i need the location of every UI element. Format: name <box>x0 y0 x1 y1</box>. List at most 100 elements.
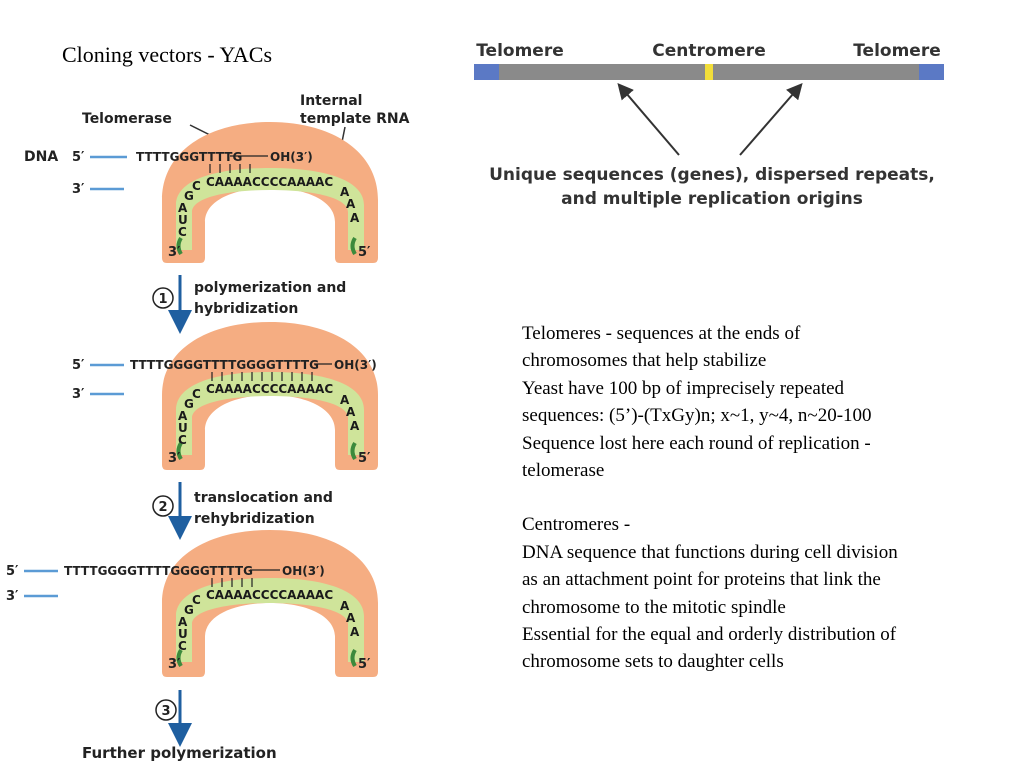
rna-sequence-3: CAAAACCCCAAAAC <box>206 588 333 602</box>
rna-left-base-3-2: G <box>184 603 194 617</box>
centromere-note-line-4: chromosome to the mitotic spindle <box>522 596 786 618</box>
step-1-line2: hybridization <box>194 301 298 317</box>
rna-right-base-3: A <box>350 211 360 225</box>
arrow-to-left-arm <box>617 82 680 156</box>
rna-right-base-3-2: A <box>346 611 356 625</box>
telomere-note-line-2: chromosomes that help stabilize <box>522 350 767 372</box>
rna-5prime-label-2: 5′ <box>358 451 371 466</box>
rna-right-base-3-1: A <box>340 599 350 613</box>
telomere-note-line-3: Yeast have 100 bp of imprecisely repeate… <box>522 377 845 399</box>
rna-right-base-1: A <box>340 185 350 199</box>
centromere-note-line-1: Centromeres - <box>522 514 631 536</box>
dna-3prime-label-3: 3′ <box>6 589 19 604</box>
centromere-label: Centromere <box>652 41 765 61</box>
rna-left-base-3-5: C <box>178 639 187 653</box>
rna-left-base-3-3: A <box>178 615 188 629</box>
step-1-badge <box>152 287 174 309</box>
rna-3prime-label-2: 3′ <box>168 451 181 466</box>
rna-right-base-2-3: A <box>350 419 360 433</box>
rna-left-base-3: A <box>178 201 188 215</box>
telomerase-label: Telomerase <box>82 111 172 127</box>
centromere-note-line-2: DNA sequence that functions during cell … <box>522 541 898 563</box>
step-2-line2: rehybridization <box>194 511 315 527</box>
rna-left-base-2-2: G <box>184 397 194 411</box>
telomerase-enzyme-3 <box>162 530 378 677</box>
rna-5prime-label-3: 5′ <box>358 657 371 672</box>
dna-label: DNA <box>24 149 58 165</box>
rna-left-base-2: G <box>184 189 194 203</box>
rna-left-base-3-1: C <box>192 593 201 607</box>
step-3: 3 Further polymerization <box>82 690 277 762</box>
rna-left-base-2-3: A <box>178 409 188 423</box>
rna-3prime-end-3 <box>176 648 183 668</box>
telomerase-enzyme-2 <box>162 322 378 470</box>
dna-5prime-label-3: 5′ <box>6 564 19 579</box>
centromere-note-line-3: as an attachment point for proteins that… <box>522 569 881 591</box>
slide-title: Cloning vectors - YACs <box>62 42 273 67</box>
rna-3prime-label: 3′ <box>168 245 181 260</box>
rna-3prime-label-3: 3′ <box>168 657 181 672</box>
telomere-left-label: Telomere <box>476 41 564 61</box>
rna-left-base-4: U <box>178 213 188 227</box>
rna-3prime-end <box>176 236 183 256</box>
step-2-number: 2 <box>158 500 167 515</box>
step-3-label: Further polymerization <box>82 744 277 762</box>
internal-label: Internal <box>300 93 362 109</box>
telomerase-panel-1: Telomerase Internal template RNA DNA 5′ … <box>24 93 410 263</box>
step-3-number: 3 <box>161 704 170 719</box>
step-2-badge <box>152 495 174 517</box>
rna-5prime-label: 5′ <box>358 245 371 260</box>
notes-text: Telomeres - sequences at the ends of chr… <box>522 320 992 676</box>
step-2-line1: translocation and <box>194 490 333 506</box>
rna-right-base-2-1: A <box>340 393 350 407</box>
dna-3prime-label-2: 3′ <box>72 387 85 402</box>
base-pair-ticks-2 <box>211 372 313 381</box>
telomerase-panel-3: 5′ 3′ TTTTGGGGTTTTGGGGTTTTG OH(3′) CAAAA… <box>6 530 378 677</box>
step-1-line1: polymerization and <box>194 280 346 296</box>
rna-sequence: CAAAACCCCAAAAC <box>206 175 333 189</box>
telomere-note-line-1: Telomeres - sequences at the ends of <box>522 323 801 344</box>
arrow-to-right-arm <box>739 82 803 156</box>
rna-5prime-end-3 <box>350 648 357 668</box>
telomere-note-line-5: Sequence lost here each round of replica… <box>522 432 871 454</box>
telomere-right-cap <box>919 64 944 80</box>
oh-3prime-label-3: OH(3′) <box>282 564 325 578</box>
rna-left-base-2-4: U <box>178 421 188 435</box>
rna-left-base-5: C <box>178 225 187 239</box>
rna-sequence-2: CAAAACCCCAAAAC <box>206 382 333 396</box>
template-rna-label: template RNA <box>300 111 410 127</box>
chromosome-diagram: Telomere Centromere Telomere Unique sequ… <box>474 41 944 209</box>
template-rna-band <box>176 168 364 250</box>
telomere-left-cap <box>474 64 499 80</box>
chromosome-caption-line1: Unique sequences (genes), dispersed repe… <box>489 165 935 185</box>
rna-left-base-1: C <box>192 179 201 193</box>
oh-3prime-label-2: OH(3′) <box>334 358 377 372</box>
dna-sequence-2: TTTTGGGGTTTTGGGGTTTTG <box>130 358 319 372</box>
oh-3prime-label: OH(3′) <box>270 150 313 164</box>
dna-sequence-3: TTTTGGGGTTTTGGGGTTTTG <box>64 564 253 578</box>
dna-5prime-label-2: 5′ <box>72 358 85 373</box>
rna-right-base-3-3: A <box>350 625 360 639</box>
step-2: 2 translocation and rehybridization <box>152 482 333 540</box>
telomerase-panel-2: 5′ 3′ TTTTGGGGTTTTGGGGTTTTG OH(3′) CAAAA… <box>72 322 378 470</box>
centromere-mark <box>705 64 713 80</box>
base-pair-ticks-3 <box>211 578 253 587</box>
step-3-badge <box>155 699 177 721</box>
notes-spacer <box>522 484 992 511</box>
base-pair-ticks <box>209 164 251 173</box>
centromere-note-line-6: chromosome sets to daughter cells <box>522 651 784 673</box>
dna-sequence: TTTTGGGTTTTG <box>136 150 242 164</box>
chromosome-caption-line2: and multiple replication origins <box>561 189 863 209</box>
rna-right-base-2-2: A <box>346 405 356 419</box>
rna-5prime-end-2 <box>350 441 357 461</box>
step-1-number: 1 <box>158 292 167 307</box>
template-rna-band-3 <box>176 578 364 662</box>
dna-5prime-label: 5′ <box>72 150 85 165</box>
step-1: 1 polymerization and hybridization <box>152 275 346 334</box>
telomere-note-line-4: sequences: (5’)-(TxGy)n; x~1, y~4, n~20-… <box>522 405 872 427</box>
rna-left-base-2-5: C <box>178 433 187 447</box>
rna-3prime-end-2 <box>176 441 183 461</box>
rna-left-base-3-4: U <box>178 627 188 641</box>
telomerase-enzyme <box>162 122 378 263</box>
